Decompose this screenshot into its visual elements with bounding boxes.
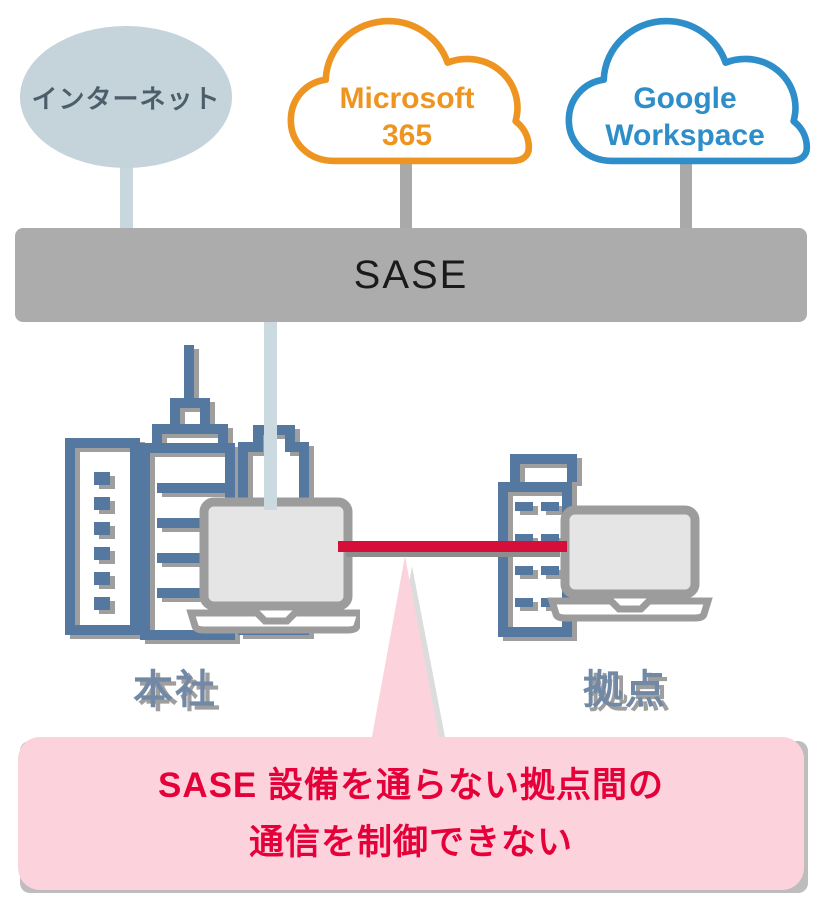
cloud-outline [565, 17, 811, 165]
headquarters-buildings-icon [65, 345, 360, 640]
microsoft365-cloud-icon [287, 17, 533, 165]
laptop-base [186, 609, 360, 634]
internet-cloud-icon: インターネット [20, 26, 232, 168]
internet-label: インターネット [31, 83, 221, 114]
warning-callout: SASE 設備を通らない拠点間の 通信を制御できない [18, 737, 804, 890]
callout-text-line2: 通信を制御できない [248, 822, 573, 862]
branch-building-icon [498, 454, 713, 637]
direct-connection-red-line [338, 541, 567, 552]
left-tower-windows [94, 472, 110, 610]
laptop-screen [560, 505, 700, 599]
callout-pointer-icon [371, 556, 446, 742]
red-line-shadow [346, 552, 560, 557]
sase-to-headquarters-connector [264, 322, 277, 510]
cloud-outline [287, 17, 533, 165]
microsoft365-to-sase-connector [400, 160, 412, 230]
main-tower-penthouse [170, 398, 210, 434]
laptop-screen [199, 497, 353, 611]
headquarters-laptop-icon [186, 497, 360, 634]
sase-label: SASE [353, 252, 469, 297]
google-workspace-to-sase-connector [680, 160, 692, 230]
branch-laptop-icon [547, 505, 713, 622]
branch-rooftop [510, 454, 577, 482]
laptop-base [547, 597, 713, 622]
sase-bar: SASE [15, 228, 807, 322]
callout-text-line1: SASE 設備を通らない拠点間の [157, 765, 665, 805]
branch-label: 拠点 [583, 668, 667, 712]
left-tower [65, 438, 140, 635]
google-workspace-cloud-icon [565, 17, 811, 165]
headquarters-label: 本社 [133, 668, 217, 712]
pointer-triangle [371, 556, 440, 742]
internet-to-sase-connector [120, 150, 133, 230]
